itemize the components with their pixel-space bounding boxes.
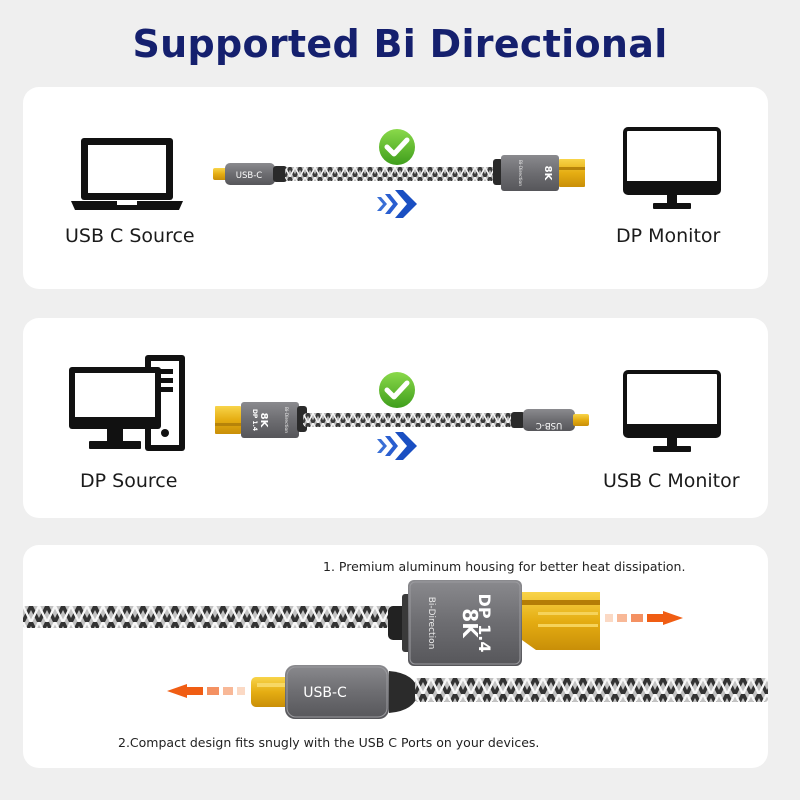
usbc-plug: USB-C	[213, 163, 287, 185]
dp-plug: 8K DP 1.4 Bi-Direction	[215, 402, 307, 438]
page-title: Supported Bi Directional	[132, 22, 668, 66]
feature-note-1: 1. Premium aluminum housing for better h…	[323, 559, 686, 574]
usbc-plug-text: USB-C	[236, 171, 263, 181]
dp-plug-text-8k: 8K	[258, 413, 269, 429]
feature-note-2: 2.Compact design fits snugly with the US…	[118, 735, 540, 750]
braided-cable-upper	[23, 606, 395, 628]
source-label: USB C Source	[65, 225, 195, 247]
dp-plug-text-version: DP 1.4	[251, 409, 258, 431]
dp-plug-text-bidirection: Bi-Direction	[517, 160, 523, 186]
panel-usbc-to-dp: USB C Source USB-C 8K Bi-Direction	[23, 87, 768, 289]
dp-plug-text-bidirection: Bi-Direction	[283, 407, 289, 433]
destination-label: USB C Monitor	[603, 470, 740, 492]
source-label: DP Source	[80, 470, 178, 492]
monitor-icon	[623, 127, 721, 209]
usbc-plug-text: USB-C	[536, 420, 563, 430]
direction-arrow-icon	[377, 190, 417, 218]
direction-arrow-right-icon	[605, 611, 683, 625]
destination-label: DP Monitor	[616, 225, 721, 247]
dp-8k-text: 8K	[458, 608, 482, 639]
usbc-text: USB-C	[303, 685, 347, 701]
monitor-icon	[623, 370, 721, 452]
direction-arrow-icon	[377, 432, 417, 460]
laptop-icon	[71, 138, 183, 210]
usbc-connector-large: USB-C	[251, 665, 419, 719]
dp-connector-large: DP 1.4 8K Bi-Direction	[388, 580, 600, 666]
usbc-plug: USB-C	[511, 409, 589, 431]
dp-version-text: DP 1.4	[475, 594, 494, 653]
panel-product-details: 1. Premium aluminum housing for better h…	[23, 545, 768, 768]
braided-cable-lower	[415, 678, 768, 702]
braided-cable	[285, 167, 505, 181]
direction-arrow-left-icon	[167, 684, 245, 698]
check-icon	[379, 372, 415, 408]
dp-bidirection-text: Bi-Direction	[426, 597, 436, 650]
check-icon	[379, 129, 415, 165]
dp-plug-text-8k: 8K	[542, 166, 553, 182]
braided-cable	[303, 413, 525, 427]
panel-dp-to-usbc: DP Source 8K DP 1.4 Bi-Direction USB-C	[23, 318, 768, 518]
dp-plug: 8K Bi-Direction	[493, 155, 585, 191]
desktop-pc-icon	[69, 355, 185, 451]
